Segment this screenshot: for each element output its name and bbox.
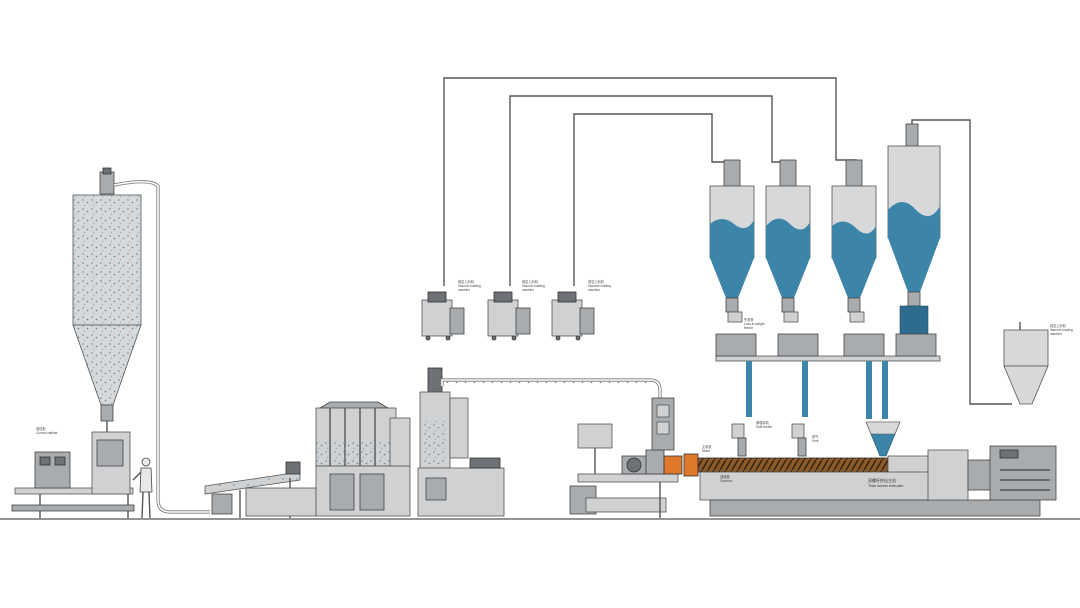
svg-text:Vacuum loading: Vacuum loading [1050, 328, 1073, 332]
dosing-silo-4 [887, 123, 941, 353]
svg-text:machine: machine [522, 288, 534, 292]
label-extruder: 双螺杆挤出主机 Twin screw extruder [868, 477, 904, 488]
label-vacuum-loader-4: 真空上料机 Vacuum loading machine [1050, 323, 1073, 336]
operator-figure [132, 457, 153, 519]
dosing-silo-1 [709, 159, 755, 323]
label-gearbox: 减速箱 Gearbox [720, 474, 733, 483]
label-feeder: 失重秤 Loss-in-weight feeder [744, 317, 765, 330]
label-motor: 主电机 Motor [702, 444, 712, 453]
twin-screw-extruder [621, 397, 1057, 517]
dosing-silo-2 [765, 159, 811, 323]
svg-text:Twin screw extruder: Twin screw extruder [868, 483, 904, 488]
svg-text:Vacuum loading: Vacuum loading [588, 284, 611, 288]
label-vacuum-loader-1: 真空上料机 Vacuum loading machine [458, 279, 481, 292]
label-vent: 排气 Vent [812, 434, 819, 443]
label-vacuum-loader-3: 真空上料机 Vacuum loading machine [588, 279, 611, 292]
vacuum-line-3 [573, 113, 733, 286]
svg-text:真空上料机: 真空上料机 [522, 279, 539, 284]
svg-text:machine: machine [588, 288, 600, 292]
svg-text:machine: machine [1050, 332, 1062, 336]
vacuum-loader-3 [551, 291, 595, 341]
dosing-platform [715, 333, 941, 419]
svg-text:真空上料机: 真空上料机 [588, 279, 605, 284]
dewatering-machine [315, 401, 411, 517]
svg-text:减速箱: 减速箱 [720, 474, 730, 479]
svg-text:Control cabinet: Control cabinet [36, 431, 58, 435]
svg-text:machine: machine [458, 288, 470, 292]
control-panel [569, 423, 679, 518]
svg-text:Motor: Motor [702, 449, 711, 453]
vacuum-loader-1 [421, 291, 465, 341]
svg-text:feeder: feeder [744, 326, 754, 330]
svg-text:Gearbox: Gearbox [720, 479, 733, 483]
storage-silo [72, 167, 142, 432]
label-vacuum-loader-2: 真空上料机 Vacuum loading machine [522, 279, 545, 292]
dosing-silo-3 [831, 159, 877, 323]
vent-pipe [440, 378, 662, 418]
label-side-feeder: 侧喂料机 Side feeder [756, 420, 773, 429]
svg-text:Loss-in-weight: Loss-in-weight [744, 322, 765, 326]
svg-text:侧喂料机: 侧喂料机 [756, 420, 770, 425]
svg-text:真空上料机: 真空上料机 [458, 279, 475, 284]
svg-text:电控柜: 电控柜 [36, 426, 46, 431]
svg-text:失重秤: 失重秤 [744, 317, 754, 322]
svg-text:Vacuum loading: Vacuum loading [458, 284, 481, 288]
cooling-conveyor [204, 461, 317, 518]
svg-text:真空上料机: 真空上料机 [1050, 323, 1067, 328]
vacuum-hopper-right [1003, 322, 1049, 405]
svg-text:Vacuum loading: Vacuum loading [522, 284, 545, 288]
bagging-machine [11, 431, 135, 518]
svg-text:排气: 排气 [812, 434, 819, 439]
svg-text:Vent: Vent [812, 439, 818, 443]
vibrating-screen-unit [417, 367, 505, 517]
vacuum-loader-2 [487, 291, 531, 341]
svg-text:主电机: 主电机 [702, 444, 712, 449]
svg-text:双螺杆挤出主机: 双螺杆挤出主机 [868, 477, 896, 483]
svg-text:Side feeder: Side feeder [756, 425, 773, 429]
label-cabinet: 电控柜 Control cabinet [36, 426, 58, 435]
